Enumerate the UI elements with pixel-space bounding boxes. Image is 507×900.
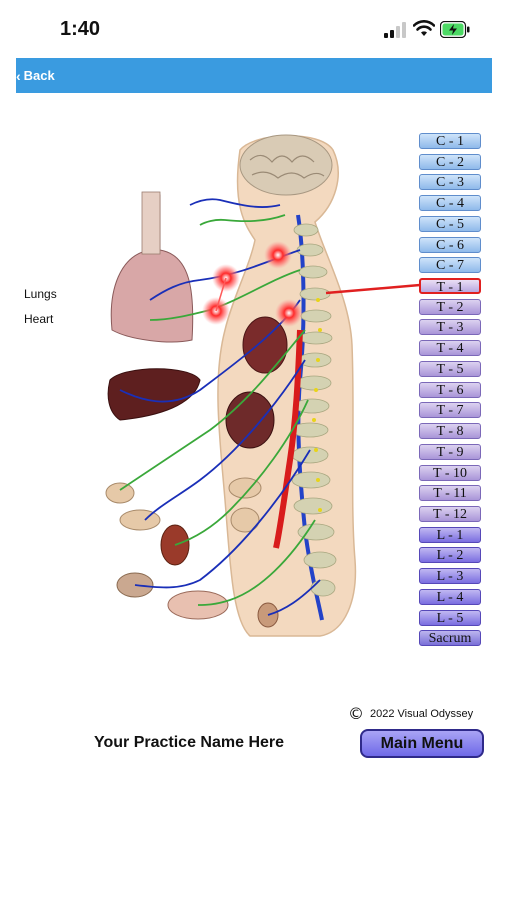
back-button[interactable]: ‹ Back (16, 58, 86, 93)
spinal-column (291, 214, 337, 621)
segment-button-l5[interactable]: L - 5 (419, 609, 481, 626)
segment-button-t3[interactable]: T - 3 (419, 319, 481, 336)
nervous-system-diagram (105, 134, 420, 637)
highlight-connector (215, 277, 227, 312)
segment-button-t6[interactable]: T - 6 (419, 381, 481, 398)
segment-button-t11[interactable]: T - 11 (419, 485, 481, 502)
brain-shape (239, 134, 333, 196)
segment-button-c2[interactable]: C - 2 (419, 153, 481, 170)
wifi-icon (413, 20, 435, 36)
segment-button-t7[interactable]: T - 7 (419, 402, 481, 419)
copyright-text: 2022 Visual Odyssey (370, 707, 474, 720)
segment-button-t1[interactable]: T - 1 (419, 278, 481, 295)
heart-organ (242, 316, 288, 374)
t1-indicator-line (325, 283, 420, 295)
organ-label-heart[interactable]: Heart (24, 312, 54, 326)
segment-button-sacrum[interactable]: Sacrum (419, 630, 481, 647)
segment-button-c6[interactable]: C - 6 (419, 236, 481, 253)
segment-button-t2[interactable]: T - 2 (419, 298, 481, 315)
copyright-line: © 2022 Visual Odyssey (348, 704, 473, 723)
nav-bar: ‹ Back (16, 58, 492, 93)
segment-button-l3[interactable]: L - 3 (419, 568, 481, 585)
spinal-segment-list: C - 1 C - 2 C - 3 C - 4 C - 5 C - 6 C - 7 T - 1… (419, 133, 483, 651)
segment-button-c7[interactable]: C - 7 (419, 257, 481, 274)
highlight-point-spine (275, 299, 303, 327)
lungs-organ (110, 194, 194, 343)
segment-button-c1[interactable]: C - 1 (419, 133, 481, 149)
chevron-left-icon: ‹ (16, 67, 21, 84)
segment-button-t10[interactable]: T - 10 (419, 464, 481, 481)
segment-button-t12[interactable]: T - 12 (419, 505, 481, 522)
status-bar: 1:40 (0, 0, 507, 58)
practice-name: Your Practice Name Here (94, 734, 285, 751)
highlight-point-t1 (264, 241, 292, 269)
segment-button-l2[interactable]: L - 2 (419, 547, 481, 564)
liver-organ (107, 368, 201, 421)
segment-button-l4[interactable]: L - 4 (419, 588, 481, 605)
segment-button-t5[interactable]: T - 5 (419, 360, 481, 377)
segment-button-l1[interactable]: L - 1 (419, 526, 481, 543)
segment-button-t8[interactable]: T - 8 (419, 423, 481, 440)
battery-charging-icon (440, 21, 470, 38)
stomach-organ (225, 391, 275, 449)
back-label: Back (23, 68, 55, 83)
organ-label-lungs[interactable]: Lungs (24, 287, 57, 301)
status-time: 1:40 (60, 18, 101, 40)
segment-button-c4[interactable]: C - 4 (419, 195, 481, 212)
segment-button-t9[interactable]: T - 9 (419, 443, 481, 460)
segment-button-c5[interactable]: C - 5 (419, 215, 481, 232)
segment-button-c3[interactable]: C - 3 (419, 174, 481, 191)
segment-button-t4[interactable]: T - 4 (419, 340, 481, 357)
copyright-icon: © (348, 704, 364, 723)
main-menu-button[interactable]: Main Menu (360, 729, 484, 758)
cellular-signal-icon (384, 22, 406, 38)
